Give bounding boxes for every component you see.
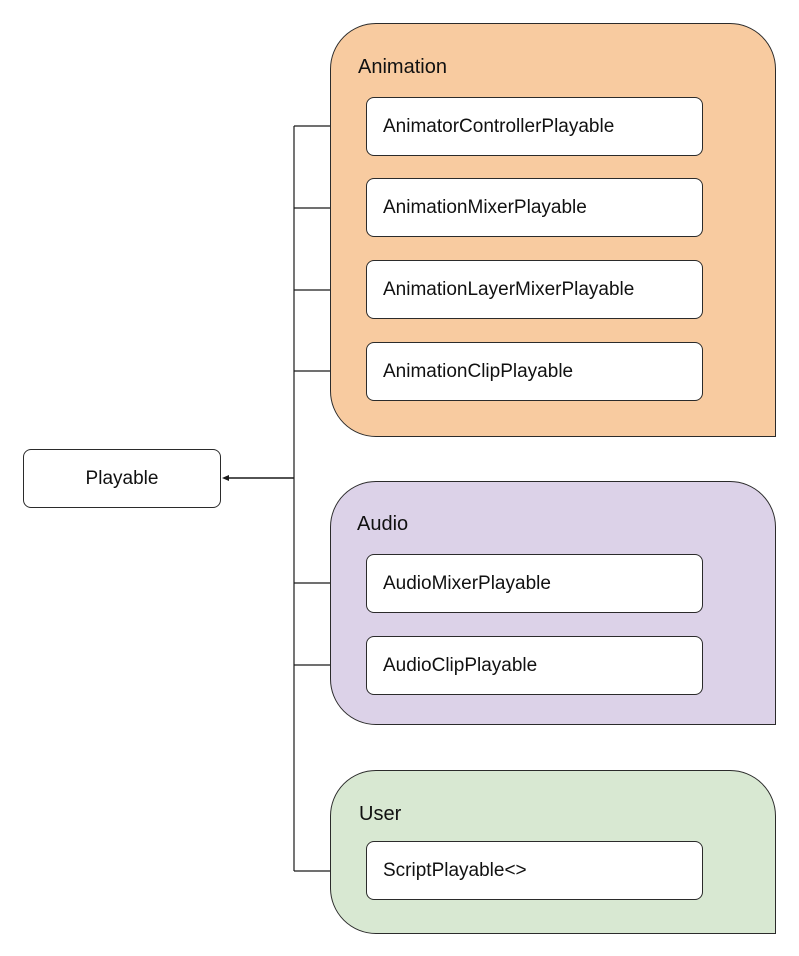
node-animator-controller-playable: AnimatorControllerPlayable <box>366 97 703 156</box>
node-animation-layer-mixer-playable: AnimationLayerMixerPlayable <box>366 260 703 319</box>
group-title-user: User <box>359 803 402 825</box>
group-title-audio: Audio <box>357 513 409 535</box>
arrow-head <box>222 475 229 481</box>
node-playable: Playable <box>23 449 221 508</box>
node-script-playable: ScriptPlayable<> <box>366 841 703 900</box>
group-title-animation: Animation <box>358 56 447 78</box>
node-audio-clip-playable: AudioClipPlayable <box>366 636 703 695</box>
node-audio-mixer-playable: AudioMixerPlayable <box>366 554 703 613</box>
node-animation-mixer-playable: AnimationMixerPlayable <box>366 178 703 237</box>
node-animation-clip-playable: AnimationClipPlayable <box>366 342 703 401</box>
